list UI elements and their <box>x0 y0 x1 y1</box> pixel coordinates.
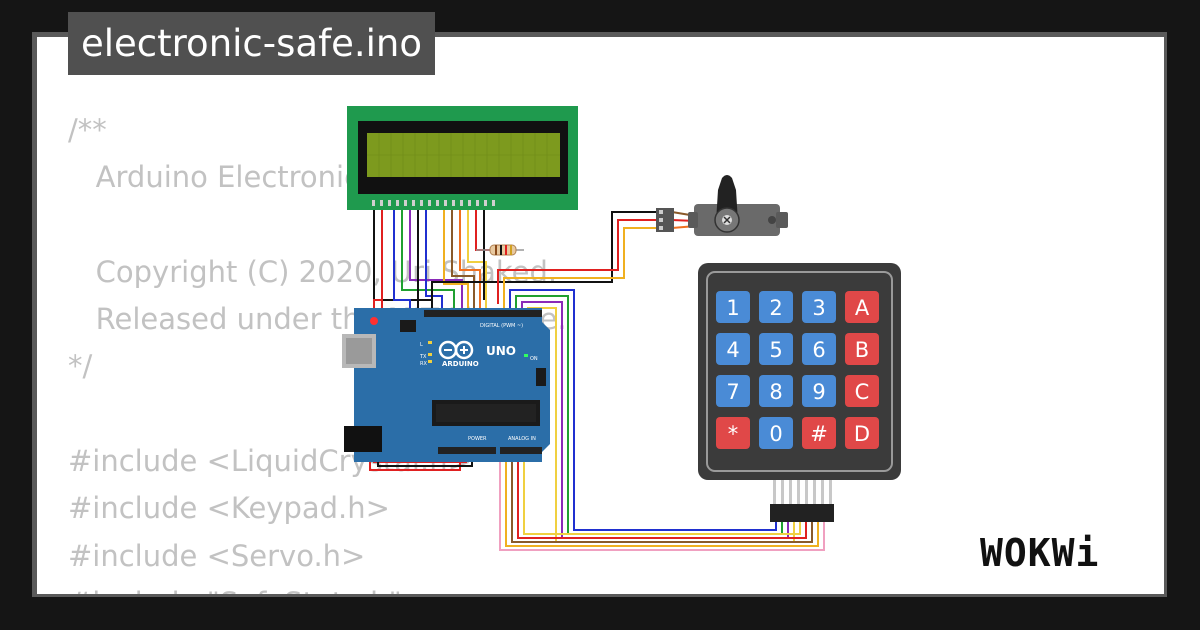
wire <box>523 454 801 535</box>
keypad-key-7[interactable]: 7 <box>716 375 750 407</box>
key-cap <box>802 417 836 449</box>
keypad-key-2[interactable]: 2 <box>759 291 793 323</box>
keypad-key-3[interactable]: 3 <box>802 291 836 323</box>
wire <box>517 454 807 539</box>
power-header-label: POWER <box>468 436 487 442</box>
project-title: electronic-safe.ino <box>68 12 435 75</box>
key-cap <box>759 375 793 407</box>
key-label: 4 <box>726 338 739 362</box>
membrane-keypad: 1 2 3 A 4 5 6 B 7 8 9 C * 0 # D <box>698 263 901 522</box>
wire <box>497 219 660 304</box>
wire <box>503 227 660 310</box>
wire <box>459 203 481 318</box>
code-line: #include "SafeState.h" <box>68 586 402 594</box>
keypad-key-b[interactable]: B <box>845 333 879 365</box>
key-cap <box>759 333 793 365</box>
digital-header-label: DIGITAL (PWM ~) <box>480 323 523 329</box>
wire <box>505 454 819 547</box>
key-cap <box>716 291 750 323</box>
key-label: 1 <box>726 296 739 320</box>
key-cap <box>845 375 879 407</box>
analog-header-label: ANALOG IN <box>508 436 536 442</box>
key-label: D <box>854 422 870 446</box>
key-cap <box>716 417 750 449</box>
keypad-key-c[interactable]: C <box>845 375 879 407</box>
arduino-uno-board: UNO ARDUINO DIGITAL (PWM ~) POWER ANALOG… <box>342 308 550 462</box>
wire <box>425 203 443 318</box>
key-label: 9 <box>812 380 825 404</box>
wire <box>443 203 469 318</box>
wokwi-logo: WOKWi <box>974 522 1160 578</box>
key-label: # <box>810 422 828 446</box>
key-cap <box>716 333 750 365</box>
key-label: B <box>855 338 869 362</box>
wires <box>369 203 825 551</box>
key-label: 6 <box>812 338 825 362</box>
keypad-key-6[interactable]: 6 <box>802 333 836 365</box>
rx-led-label: RX <box>420 361 427 367</box>
on-led-label: ON <box>530 356 538 362</box>
keypad-key-d[interactable]: D <box>845 417 879 449</box>
keypad-key-8[interactable]: 8 <box>759 375 793 407</box>
keypad-key-star[interactable]: * <box>716 417 750 449</box>
key-label: 2 <box>769 296 782 320</box>
keypad-key-1[interactable]: 1 <box>716 291 750 323</box>
servo-motor <box>656 175 788 236</box>
arduino-brand: ARDUINO <box>442 360 479 368</box>
key-cap <box>845 333 879 365</box>
key-label: 0 <box>769 422 782 446</box>
lcd-display <box>347 106 578 210</box>
wire <box>431 211 660 300</box>
code-line: /** <box>68 113 107 147</box>
key-label: 7 <box>726 380 739 404</box>
key-label: 3 <box>812 296 825 320</box>
wire <box>451 203 475 318</box>
keypad-key-0[interactable]: 0 <box>759 417 793 449</box>
arduino-model: UNO <box>486 344 516 358</box>
key-cap <box>802 333 836 365</box>
code-line: #include <Servo.h> <box>68 538 366 573</box>
key-cap <box>759 291 793 323</box>
key-label: 8 <box>769 380 782 404</box>
keypad-key-4[interactable]: 4 <box>716 333 750 365</box>
logo-text: WOKWi <box>980 531 1099 575</box>
code-line: */ <box>68 349 93 384</box>
key-cap <box>716 375 750 407</box>
key-label: 5 <box>769 338 782 362</box>
resistor <box>476 244 524 256</box>
keypad-key-a[interactable]: A <box>845 291 879 323</box>
wire <box>409 203 463 318</box>
wire <box>515 295 783 535</box>
wire <box>467 203 487 318</box>
wire <box>401 203 455 318</box>
wire <box>499 454 825 551</box>
key-label: A <box>855 296 870 320</box>
keypad-keys: 1 2 3 A 4 5 6 B 7 8 9 C * 0 # D <box>716 291 879 449</box>
keypad-key-9[interactable]: 9 <box>802 375 836 407</box>
preview-card: /** Arduino Electronic Safe Copyright (C… <box>37 37 1164 594</box>
tx-led-label: TX <box>419 354 427 360</box>
key-cap <box>759 417 793 449</box>
arduino-logo <box>438 340 474 360</box>
key-cap <box>845 291 879 323</box>
wire <box>509 289 777 531</box>
code-line: #include <Keypad.h> <box>68 491 390 526</box>
keypad-key-hash[interactable]: # <box>802 417 836 449</box>
keypad-key-5[interactable]: 5 <box>759 333 793 365</box>
key-cap <box>845 417 879 449</box>
wire <box>511 454 813 543</box>
key-label: C <box>855 380 870 404</box>
key-cap <box>802 291 836 323</box>
key-cap <box>802 375 836 407</box>
key-label: * <box>728 422 739 446</box>
l-led-label: L <box>420 342 423 348</box>
